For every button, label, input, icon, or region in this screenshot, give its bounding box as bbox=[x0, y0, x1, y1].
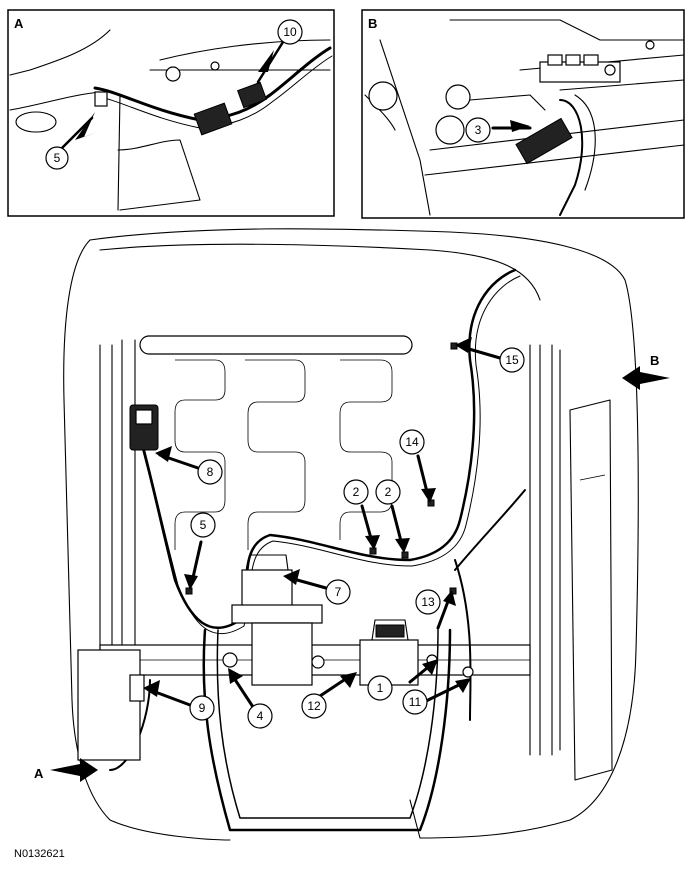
view-marker-a: A bbox=[34, 766, 44, 781]
main-seat-view: B A 8 5 7 2 2 14 15 13 1 11 bbox=[34, 228, 670, 841]
callout-6-label: 5 bbox=[54, 151, 61, 165]
callout-14-label: 14 bbox=[405, 435, 419, 449]
detail-panel-b: B 3 bbox=[361, 9, 685, 219]
callout-4-label: 4 bbox=[257, 709, 264, 723]
callout-2a: 2 bbox=[343, 479, 369, 505]
figure-id: N0132621 bbox=[14, 848, 65, 860]
panel-a-label: A bbox=[14, 16, 24, 31]
callout-13-label: 13 bbox=[421, 595, 435, 609]
callout-3: 3 bbox=[465, 117, 491, 143]
callout-10-label: 10 bbox=[283, 25, 297, 39]
callout-9: 9 bbox=[189, 695, 215, 721]
callout-11: 11 bbox=[402, 689, 428, 715]
callout-9-label: 9 bbox=[199, 701, 206, 715]
callout-15-label: 15 bbox=[505, 353, 519, 367]
callout-8: 8 bbox=[197, 459, 223, 485]
callout-2a-label: 2 bbox=[353, 485, 360, 499]
callout-14: 14 bbox=[399, 429, 425, 455]
arrow-6 bbox=[75, 112, 98, 140]
detail-panel-a: A 5 10 bbox=[7, 9, 335, 217]
callout-2b: 2 bbox=[375, 479, 401, 505]
callout-15: 15 bbox=[499, 347, 525, 373]
callout-10: 10 bbox=[277, 19, 303, 45]
callout-4: 4 bbox=[247, 703, 273, 729]
callout-12-label: 12 bbox=[307, 699, 321, 713]
callout-5: 5 bbox=[190, 512, 216, 538]
callout-13: 13 bbox=[415, 589, 441, 615]
callout-2b-label: 2 bbox=[385, 485, 392, 499]
callout-8-label: 8 bbox=[207, 465, 214, 479]
callout-6: 5 bbox=[45, 146, 69, 170]
callout-1-label: 1 bbox=[377, 681, 384, 695]
callout-5-label: 5 bbox=[200, 518, 207, 532]
view-marker-b: B bbox=[650, 353, 659, 368]
panel-b-label: B bbox=[368, 16, 377, 31]
callout-1: 1 bbox=[367, 675, 393, 701]
view-arrow-b bbox=[622, 366, 670, 390]
callout-12: 12 bbox=[301, 693, 327, 719]
callout-7: 7 bbox=[325, 579, 351, 605]
callout-3-label: 3 bbox=[475, 123, 482, 137]
view-arrow-a bbox=[50, 758, 98, 782]
callout-7-label: 7 bbox=[335, 585, 342, 599]
callout-11-label: 11 bbox=[409, 695, 422, 709]
